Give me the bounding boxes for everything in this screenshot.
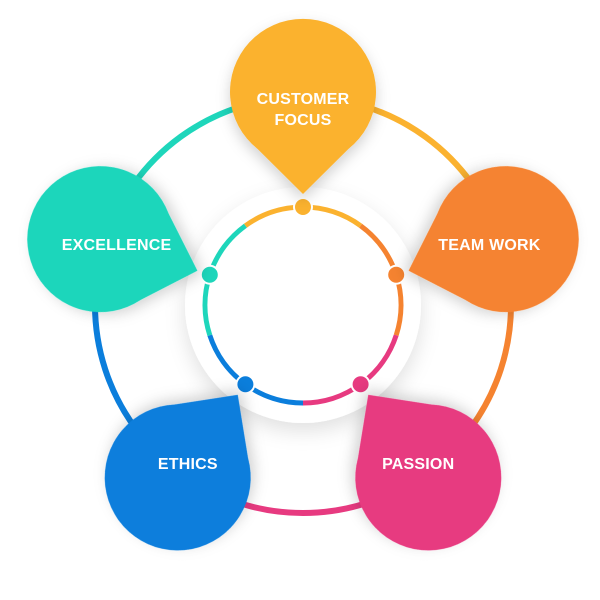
node-excellence: EXCELLENCE xyxy=(27,166,198,313)
node-shape-passion xyxy=(355,394,502,551)
connector-dot-passion xyxy=(350,374,371,395)
node-shape-ethics xyxy=(104,394,251,551)
node-shape-excellence xyxy=(27,166,198,313)
node-label-team-work-line-1: TEAM WORK xyxy=(438,237,540,254)
node-label-passion-line-1: PASSION xyxy=(382,456,454,473)
node-label-customer-focus-line-2: FOCUS xyxy=(275,112,332,129)
node-label-customer-focus-line-1: CUSTOMER xyxy=(257,91,350,108)
value-nodes: CUSTOMER FOCUS TEAM WORK PASSION ETHICS EXCEL… xyxy=(27,18,579,551)
node-ethics: ETHICS xyxy=(104,394,251,551)
connector-dot-excellence xyxy=(199,264,220,285)
node-label-ethics-line-1: ETHICS xyxy=(158,456,218,473)
inner-disc xyxy=(185,187,421,423)
node-passion: PASSION xyxy=(355,394,502,551)
connector-dots xyxy=(199,197,407,395)
node-team-work: TEAM WORK xyxy=(408,166,579,313)
connector-dot-customer-focus xyxy=(293,197,313,217)
connector-dot-team-work xyxy=(386,264,407,285)
node-customer-focus: CUSTOMER FOCUS xyxy=(230,18,376,194)
node-label-excellence-line-1: EXCELLENCE xyxy=(62,237,172,254)
node-shape-customer-focus xyxy=(230,18,376,194)
connector-dot-ethics xyxy=(235,374,256,395)
node-shape-team-work xyxy=(408,166,579,313)
